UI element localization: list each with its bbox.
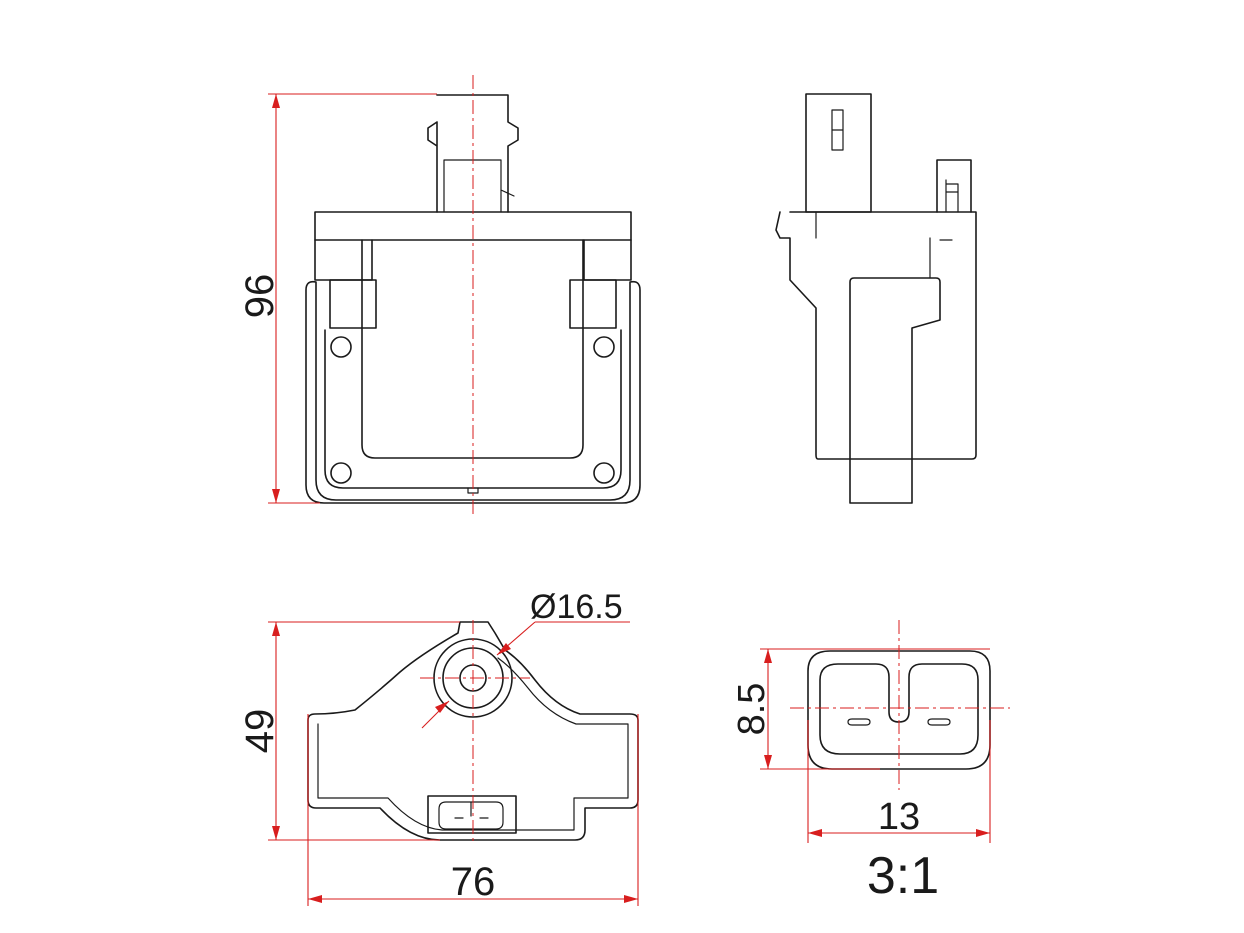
side-inner-line	[815, 211, 953, 279]
side-housing	[775, 211, 977, 460]
dim-height-front: 96	[238, 93, 437, 504]
front-hole-top-right	[593, 336, 615, 358]
detail-pin-right	[927, 718, 951, 726]
side-connector-slot	[831, 109, 844, 151]
detail-outer	[807, 650, 991, 770]
detail-pin-left	[847, 718, 871, 726]
dim-width-bottom: 76	[307, 714, 639, 906]
label-height-bottom: 49	[238, 709, 282, 754]
label-height-front: 96	[238, 274, 282, 319]
dim-height-bottom: 49	[238, 621, 460, 841]
label-width-bottom: 76	[451, 860, 496, 904]
bottom-inner	[317, 657, 629, 831]
side-tab-detail	[945, 179, 959, 213]
connector-detail	[807, 650, 991, 770]
label-scale: 3:1	[867, 847, 939, 905]
side-connector	[805, 93, 872, 213]
front-clip-right	[569, 279, 617, 329]
dim-connector-height: 8.5	[731, 648, 990, 770]
side-core	[849, 277, 941, 504]
side-tab	[936, 159, 972, 213]
detail-inner	[819, 663, 979, 755]
front-connector	[427, 94, 519, 213]
dim-connector-width: 13	[807, 720, 991, 843]
front-clip-left	[329, 279, 377, 329]
dim-hole-diameter: Ø16.5	[421, 588, 630, 729]
bottom-connector-plug	[438, 801, 504, 830]
front-connector-inner	[443, 159, 515, 213]
front-hole-bottom-left	[330, 462, 352, 484]
bottom-connector-frame	[427, 795, 517, 834]
front-view	[305, 94, 641, 504]
front-hole-bottom-right	[593, 462, 615, 484]
front-body-outer	[305, 280, 641, 504]
label-hole-diameter: Ø16.5	[530, 588, 623, 626]
label-connector-height: 8.5	[731, 683, 773, 736]
front-hole-top-left	[330, 336, 352, 358]
bottom-outline	[307, 621, 639, 841]
label-connector-width: 13	[878, 796, 920, 838]
side-view	[775, 93, 977, 504]
